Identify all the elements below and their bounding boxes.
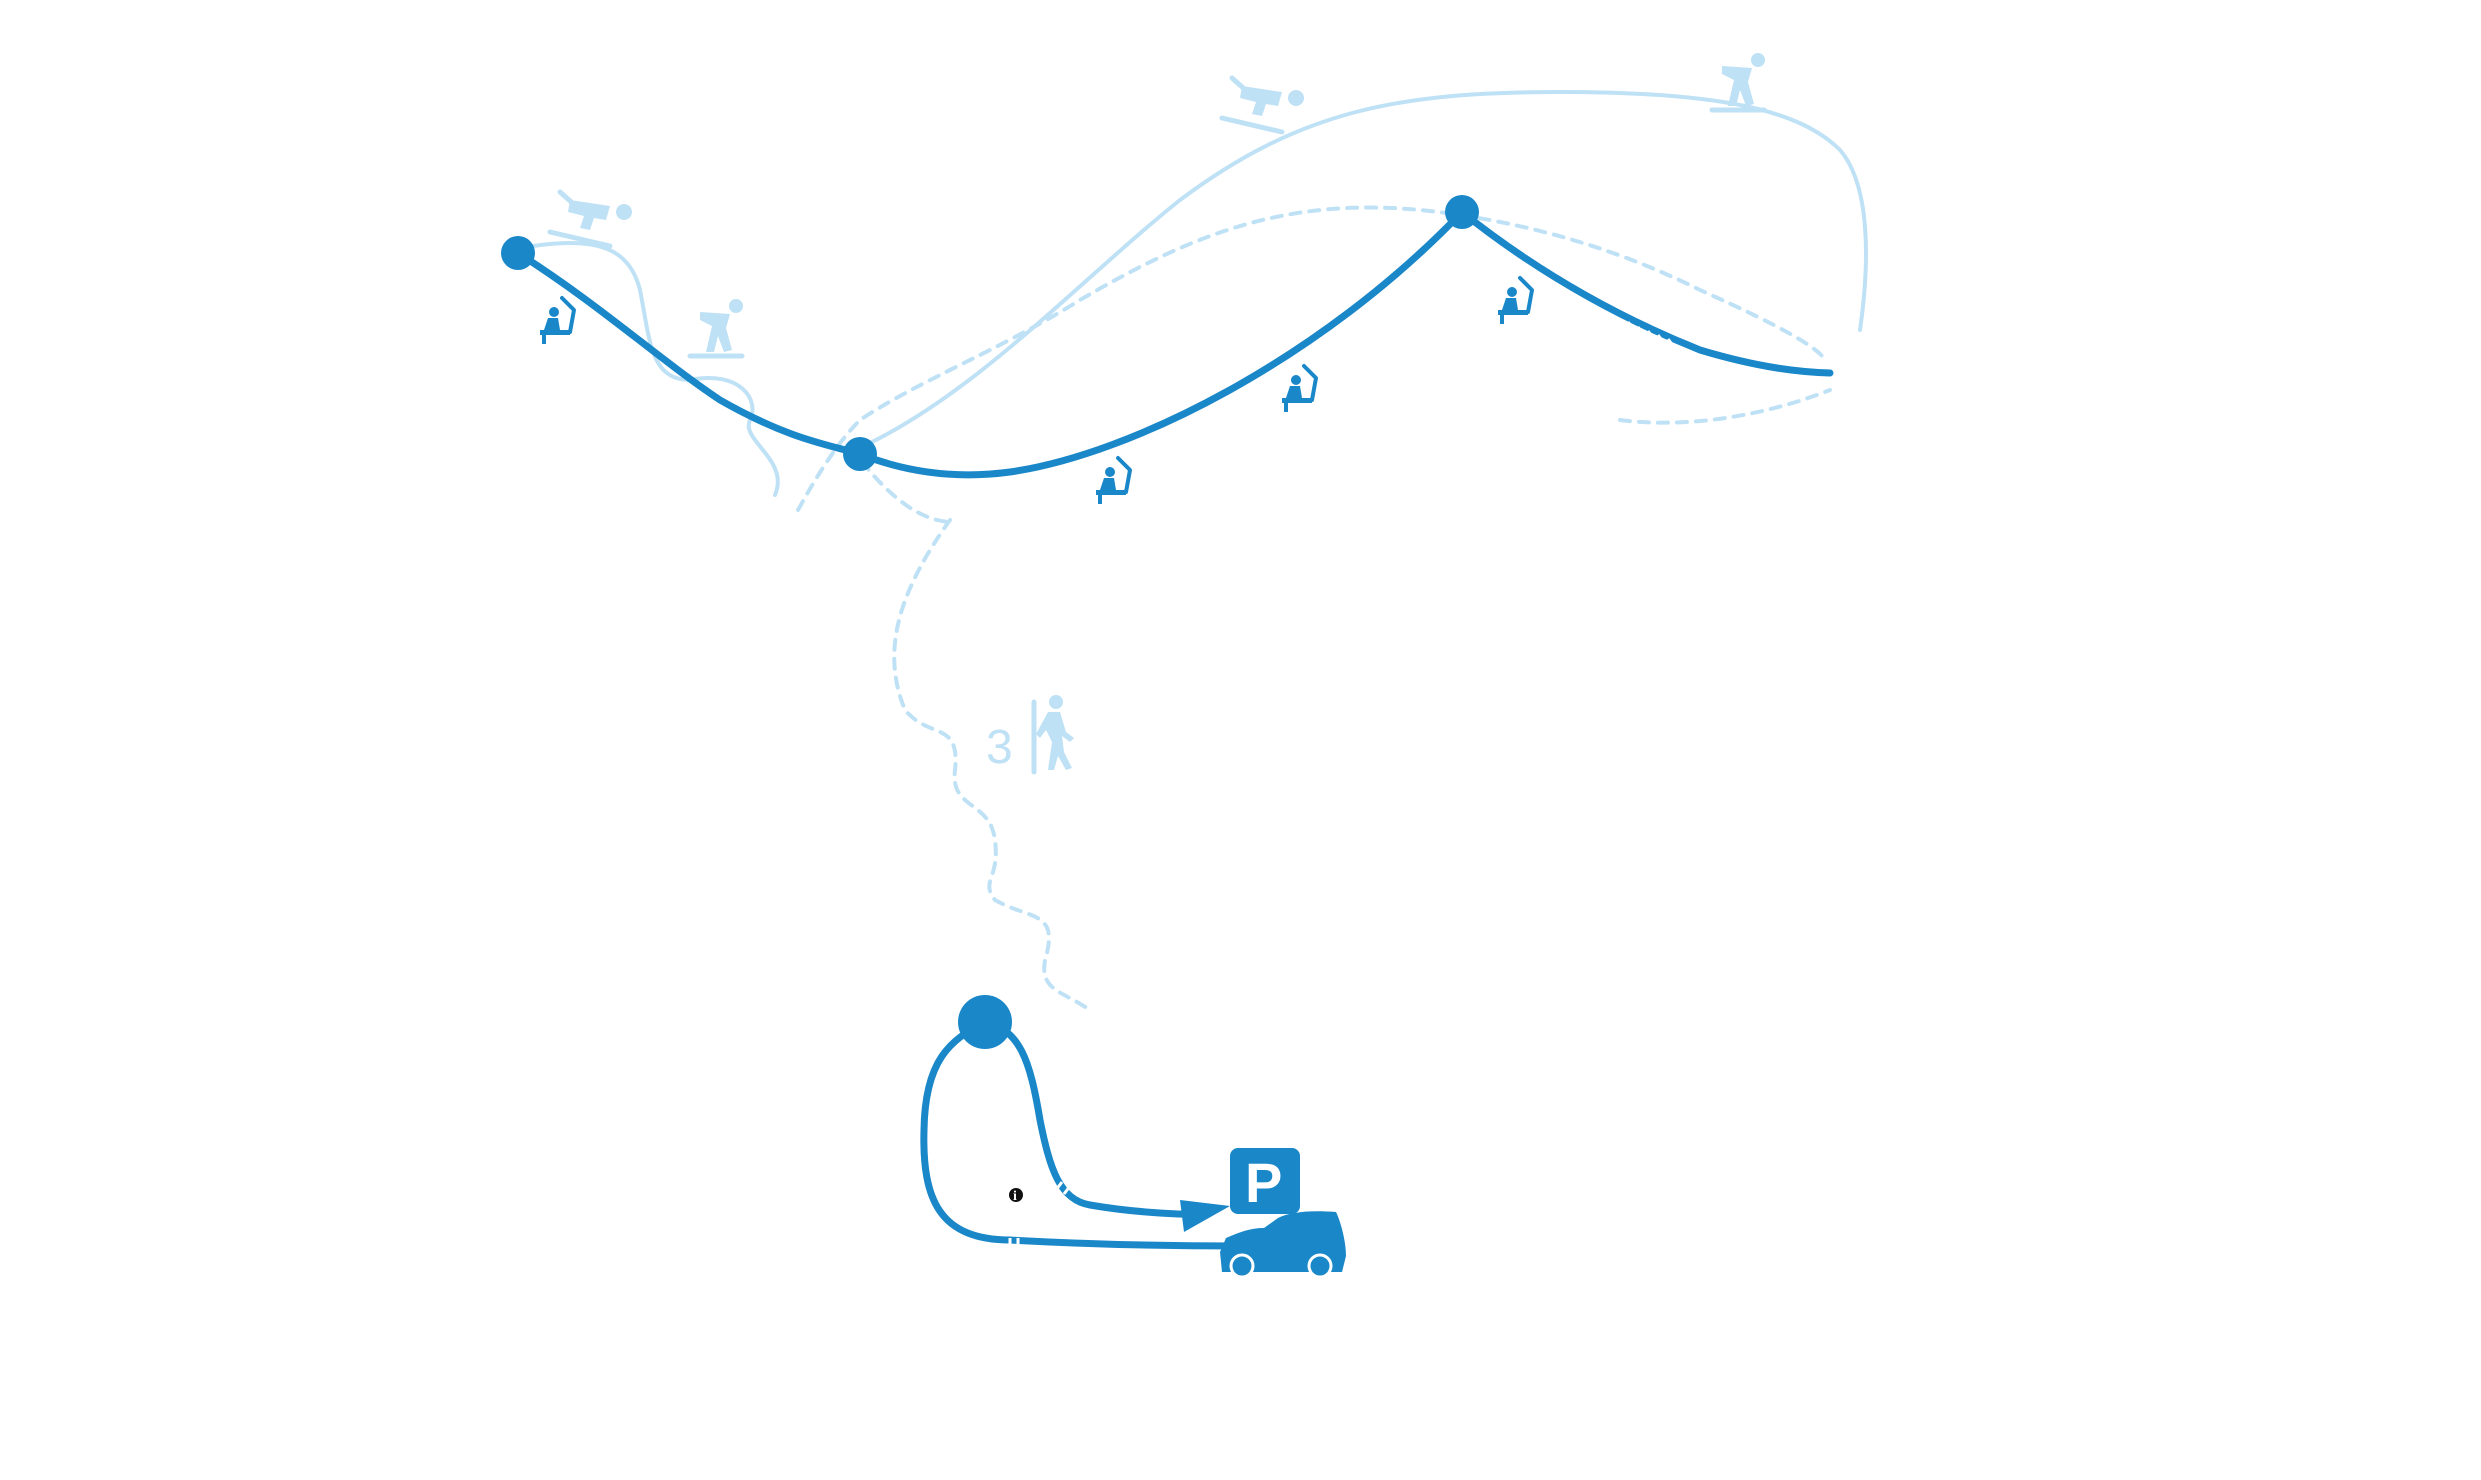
info-label: i: [1013, 1189, 1017, 1204]
info-icon[interactable]: [1009, 1188, 1023, 1202]
walk-marker: 3: [986, 695, 1074, 774]
arrow-icon: [1180, 1200, 1230, 1232]
valley-area: i P: [920, 995, 1346, 1279]
activity-icons: [550, 53, 1765, 356]
piste-routes: [531, 89, 1868, 1012]
chairlift-icon: [1280, 364, 1318, 414]
car-icon[interactable]: [1220, 1211, 1346, 1279]
chairlift-icon: [1094, 456, 1132, 506]
skier-icon: [550, 192, 632, 246]
chairlift-icon: [1496, 276, 1534, 326]
parking-icon[interactable]: P: [1230, 1148, 1300, 1214]
lift-station-icon[interactable]: [501, 236, 535, 270]
walk-number-label: 3: [986, 721, 1013, 774]
skier-icon: [1222, 78, 1304, 132]
snowboarder-icon: [690, 299, 743, 356]
parking-label: P: [1245, 1151, 1282, 1214]
hiker-icon: [1034, 695, 1074, 772]
lift-lines: [514, 208, 1834, 479]
lift-station-icon[interactable]: [958, 995, 1012, 1049]
lift-station-icon[interactable]: [1445, 195, 1479, 229]
chairlift-icon: [538, 296, 576, 346]
lift-station-icon[interactable]: [843, 437, 877, 471]
lift-stations: [501, 195, 1479, 471]
